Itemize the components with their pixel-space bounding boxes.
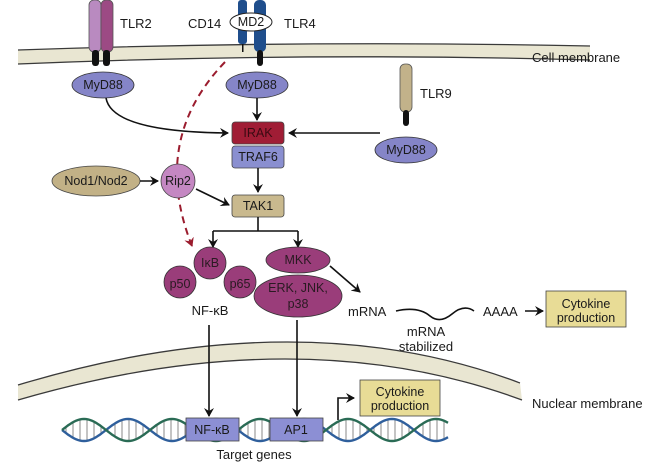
tak1-node: TAK1 (231, 194, 285, 218)
ikb-label: IκB (201, 256, 219, 270)
nod-node: Nod1/Nod2 (51, 165, 141, 197)
tak1-branch-arrows (208, 217, 303, 248)
irak-label: IRAK (243, 126, 273, 140)
arrow-myd88-tlr2-to-irak (105, 97, 229, 138)
cytokine-nuc-line1: Cytokine (376, 385, 425, 399)
myd88-tlr9-label: MyD88 (386, 143, 426, 157)
arrow-mkk-to-mrna (329, 265, 361, 293)
mkk-label: MKK (284, 253, 312, 267)
tlr2-receptor (88, 0, 114, 66)
myd88-tlr4-label: MyD88 (237, 78, 277, 92)
cytokine-production-nucleus: Cytokine production (359, 379, 441, 417)
tak1-label: TAK1 (243, 199, 273, 213)
dna-strand (61, 417, 449, 443)
dashed-arrow-tlr4-to-ikb (176, 61, 226, 247)
cytokine-nuc-line2: production (371, 399, 429, 413)
cytokine-production-cytoplasm: Cytokine production (545, 290, 627, 328)
p50-label: p50 (170, 277, 191, 291)
nfkb-site-label: NF-κB (194, 423, 229, 437)
arrow-rip2-to-tak1 (195, 188, 230, 207)
myd88-tlr2-label: MyD88 (83, 78, 123, 92)
p65-label: p65 (230, 277, 251, 291)
nfkb-label: NF-κB (192, 303, 229, 318)
cytokine-cyto-line2: production (557, 311, 615, 325)
myd88-tlr4: MyD88 (225, 71, 289, 99)
traf6-node: TRAF6 (231, 145, 285, 169)
traf6-label: TRAF6 (238, 150, 278, 164)
mrna-label: mRNA (348, 304, 387, 319)
mkk-node: MKK (265, 246, 331, 274)
mapk-label-line2: p38 (288, 297, 309, 311)
tlr9-label: TLR9 (420, 86, 452, 101)
transcription-start-arrow (337, 393, 355, 420)
myd88-tlr2: MyD88 (71, 71, 135, 99)
mrna-strand (395, 307, 475, 321)
nod-label: Nod1/Nod2 (64, 174, 127, 188)
dna-strand (61, 417, 449, 443)
rip2-node: Rip2 (160, 163, 196, 199)
ap1-binding-site: AP1 (269, 417, 324, 442)
cell-membrane-label: Cell membrane (532, 50, 620, 65)
ap1-site-label: AP1 (284, 423, 308, 437)
cd14-label: CD14 (188, 16, 221, 31)
mapk-node: ERK, JNK, p38 (253, 274, 343, 318)
nfkb-complex: IκB p50 p65 (163, 246, 257, 299)
md2-protein: MD2 (229, 12, 273, 32)
mrna-stabilized-line2: stabilized (399, 339, 453, 354)
rip2-label: Rip2 (165, 174, 191, 188)
nuclear-membrane (17, 341, 523, 401)
mrna-stabilized-line1: mRNA (407, 324, 446, 339)
mapk-label-line1: ERK, JNK, (268, 281, 328, 295)
nuclear-membrane-label: Nuclear membrane (532, 396, 643, 411)
md2-label: MD2 (238, 15, 264, 29)
polya-label: AAAA (483, 304, 518, 319)
nfkb-binding-site: NF-κB (185, 417, 240, 442)
cytokine-cyto-line1: Cytokine (562, 297, 611, 311)
tlr2-label: TLR2 (120, 16, 152, 31)
dna-helix (61, 417, 449, 443)
tlr4-label: TLR4 (284, 16, 316, 31)
irak-node: IRAK (231, 121, 285, 145)
myd88-tlr9: MyD88 (374, 136, 438, 164)
tlr9-receptor (399, 63, 413, 126)
target-genes-label: Target genes (216, 447, 292, 462)
